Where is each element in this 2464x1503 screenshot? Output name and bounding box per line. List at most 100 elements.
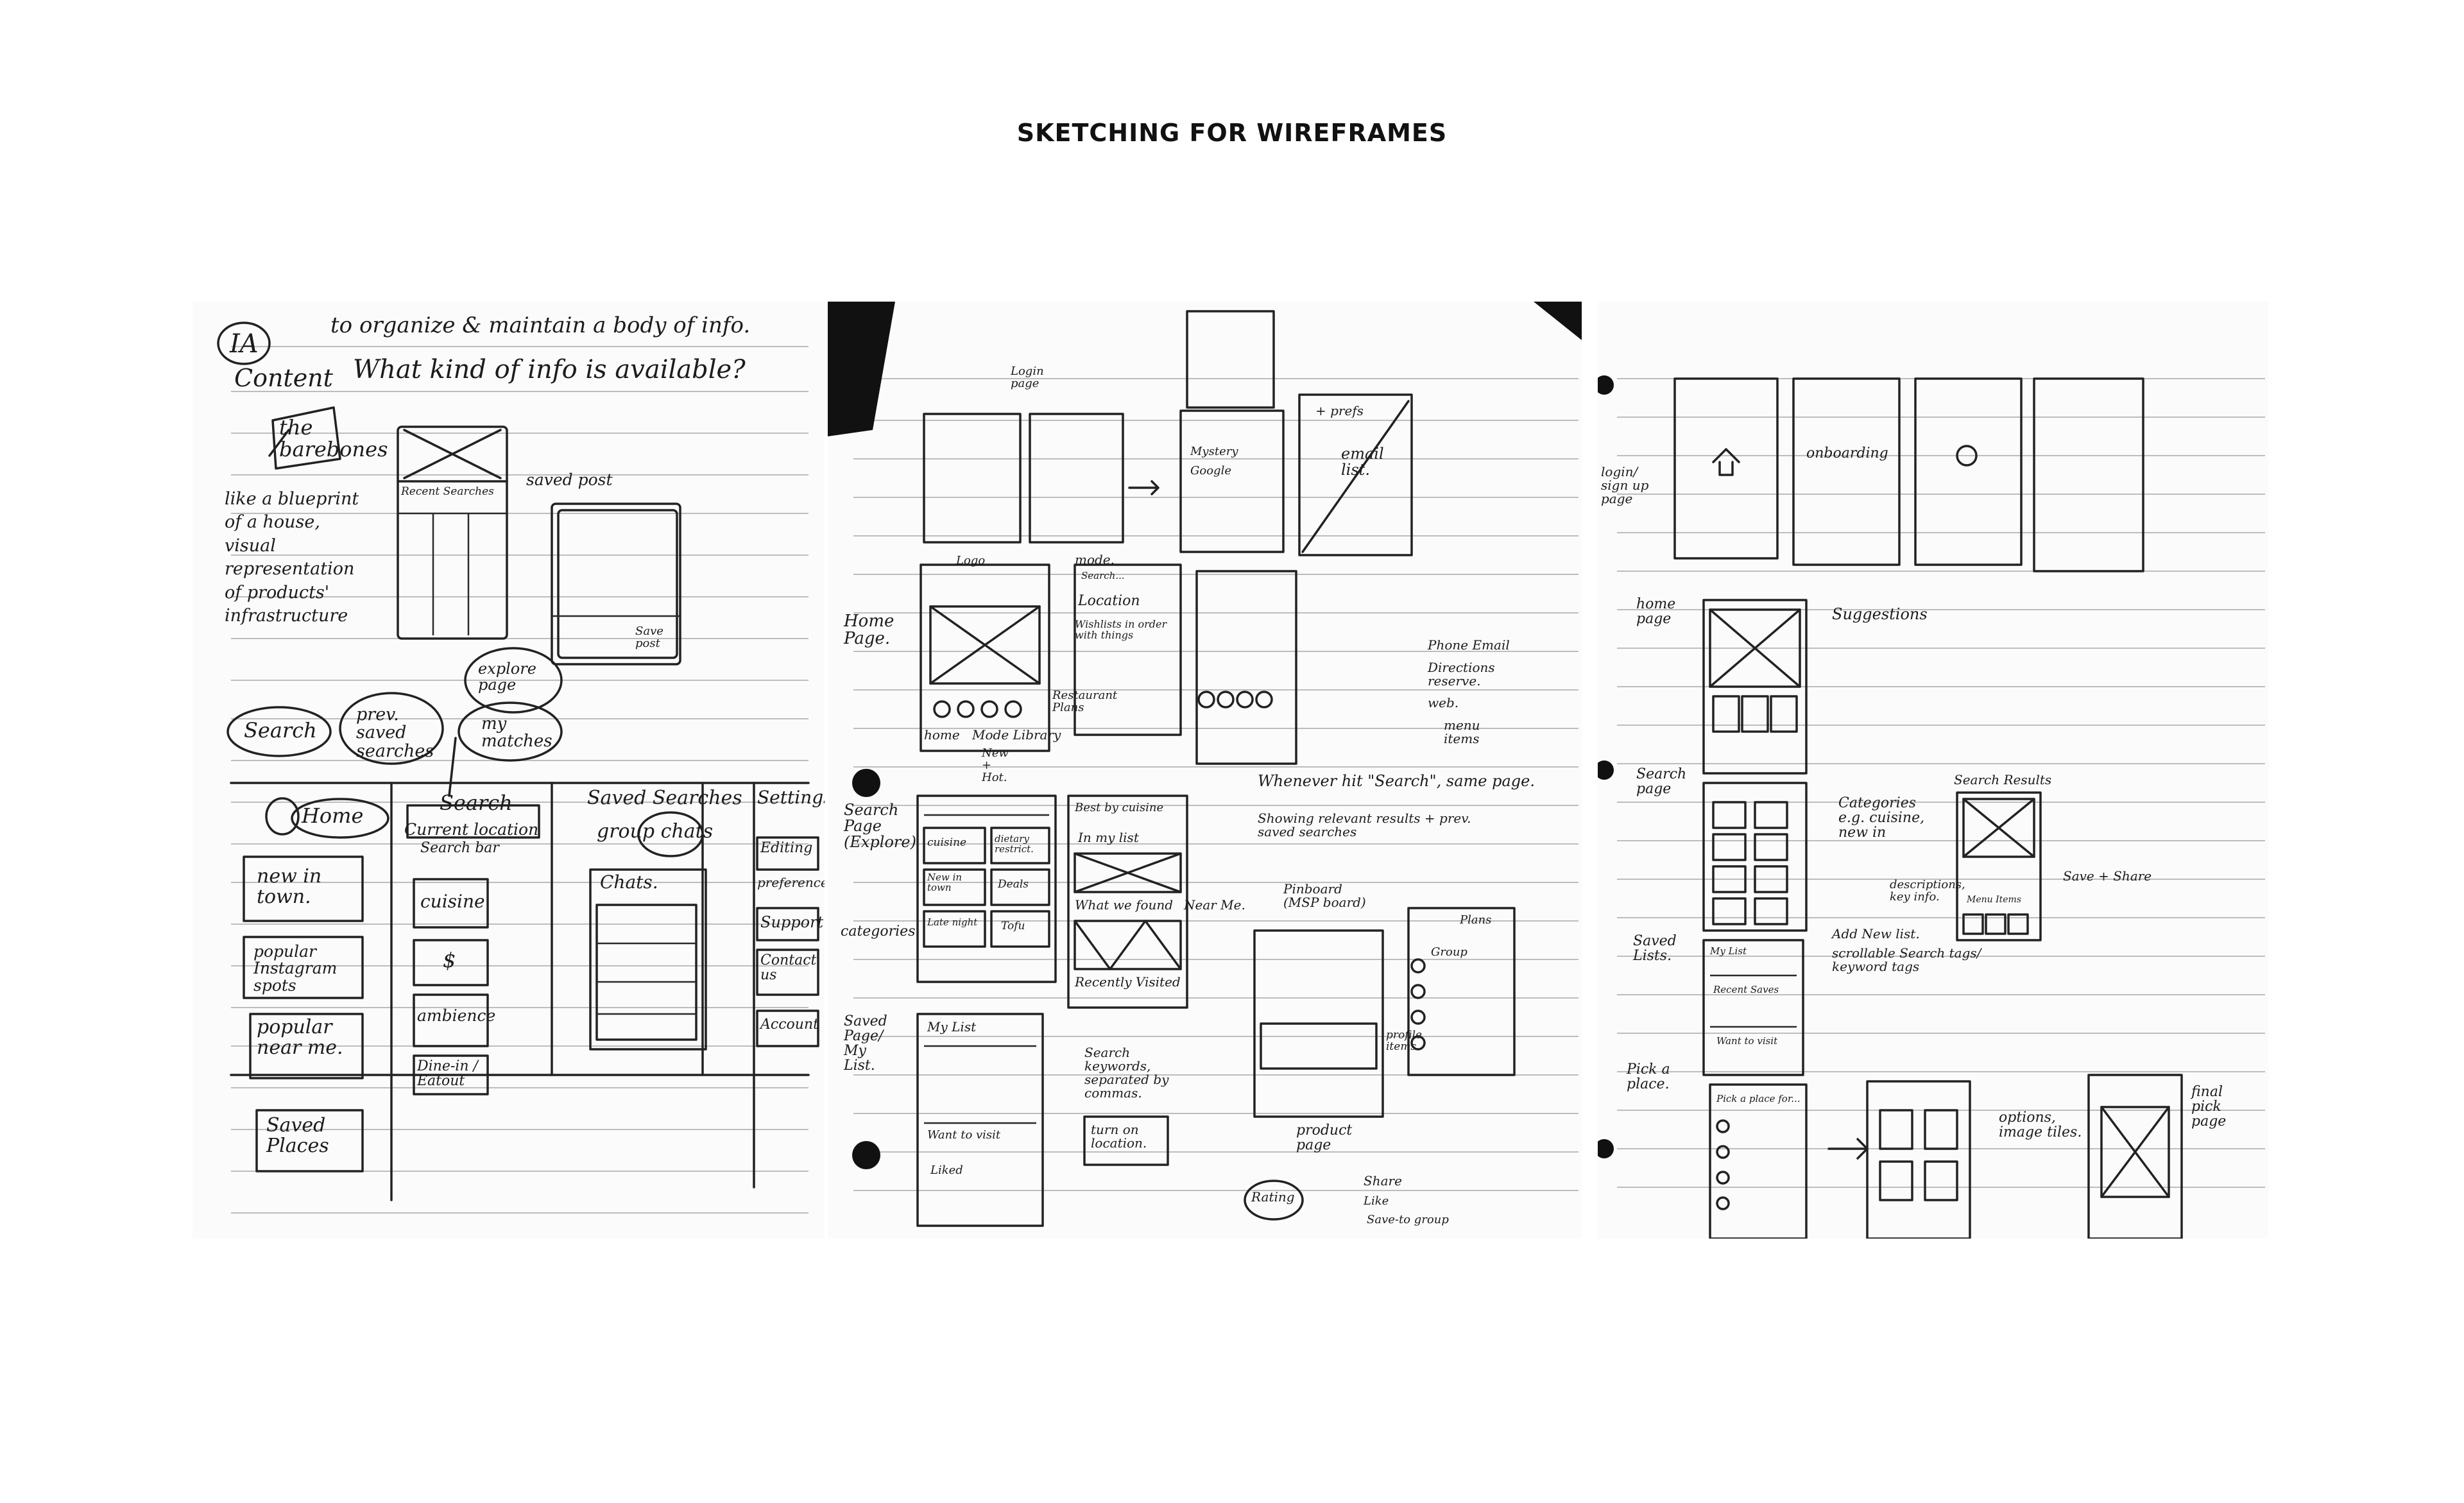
note-chats: Chats. bbox=[600, 872, 658, 893]
note-barebones: the barebones bbox=[279, 415, 388, 461]
note-plans: Plans bbox=[1460, 913, 1492, 927]
sheet-2-drawing bbox=[828, 302, 1582, 1227]
note-question: What kind of info is available? bbox=[353, 355, 746, 384]
note-rating: Rating bbox=[1251, 1189, 1295, 1205]
note-support: Support bbox=[760, 913, 824, 931]
note-cuisine: cuisine bbox=[420, 891, 485, 912]
note-settings: Settings bbox=[757, 787, 825, 808]
note-my-list: My List bbox=[1710, 945, 1747, 957]
note-menu-items: menu items bbox=[1444, 717, 1480, 746]
note-contact-us: Contact us bbox=[760, 952, 817, 984]
note-descriptions: descriptions, key info. bbox=[1890, 878, 1965, 904]
note-best-by: Best by cuisine bbox=[1075, 801, 1164, 814]
note-ambience: ambience bbox=[417, 1006, 496, 1025]
note-new-in-town: new in town. bbox=[257, 865, 322, 908]
note-pick-for: Pick a place for... bbox=[1716, 1093, 1801, 1104]
sketch-sheet-ia-notes: IA to organize & maintain a body of info… bbox=[193, 302, 825, 1239]
note-popular-near: popular near me. bbox=[257, 1016, 343, 1059]
note-recent-searches: Recent Searches bbox=[401, 485, 494, 498]
note-mode-library: Mode Library bbox=[972, 727, 1061, 743]
note-saved-post: saved post bbox=[526, 470, 613, 489]
note-new-hot: New + Hot. bbox=[982, 746, 1009, 784]
note-scrollable-tags: scrollable Search tags/ keyword tags bbox=[1832, 945, 1981, 974]
note-preferences: preferences bbox=[757, 875, 825, 890]
sheet-3-drawing bbox=[1598, 375, 2265, 1239]
note-location: Location bbox=[1078, 593, 1140, 609]
note-search-col: Search bbox=[440, 791, 513, 815]
note-pinboard: Pinboard (MSP board) bbox=[1283, 881, 1366, 910]
note-saved-lists: Saved Lists. bbox=[1633, 933, 1677, 965]
note-ia: IA bbox=[230, 329, 259, 359]
note-what-we-found: What we found bbox=[1075, 897, 1174, 913]
note-deals: Deals bbox=[998, 878, 1029, 891]
sheet-1-drawing bbox=[217, 322, 819, 1214]
note-share: Share bbox=[1364, 1173, 1402, 1189]
note-want-to-visit: Want to visit bbox=[927, 1128, 1001, 1142]
note-product-page: product page bbox=[1296, 1122, 1353, 1154]
note-home: Home bbox=[302, 803, 364, 828]
note-tofu: Tofu bbox=[1001, 920, 1025, 932]
note-plus-prefs: + prefs bbox=[1315, 403, 1364, 418]
note-search-page: Search Page (Explore) bbox=[844, 801, 916, 852]
note-wishlists: Wishlists in order with things bbox=[1075, 618, 1167, 641]
note-want-to-visit: Want to visit bbox=[1716, 1035, 1778, 1047]
note-home: home bbox=[924, 727, 960, 743]
note-home-page: home page bbox=[1636, 596, 1676, 628]
note-directions: Directions reserve. bbox=[1428, 660, 1495, 689]
note-add-new-list: Add New list. bbox=[1832, 926, 1920, 941]
note-save-share: Save + Share bbox=[2063, 868, 2152, 884]
note-late-night: Late night bbox=[927, 916, 978, 928]
note-group: Group bbox=[1431, 945, 1467, 959]
note-whenever: Whenever hit "Search", same page. bbox=[1258, 772, 1535, 790]
note-mode: mode. bbox=[1075, 552, 1115, 567]
note-restaurant-plans: Restaurant Plans bbox=[1052, 689, 1118, 714]
note-prev-saved-searches: prev. saved searches bbox=[356, 705, 434, 761]
note-search-keywords: Search keywords, separated by commas. bbox=[1084, 1045, 1169, 1101]
note-suggestions: Suggestions bbox=[1832, 605, 1928, 623]
note-menu-items: Menu Items bbox=[1967, 895, 2022, 905]
note-final-pick: final pick page bbox=[2191, 1084, 2227, 1130]
note-group-chats: group chats bbox=[597, 820, 714, 843]
note-categories: Categories e.g. cuisine, new in bbox=[1838, 795, 1925, 841]
note-pick-a-place: Pick a place. bbox=[1627, 1061, 1670, 1093]
note-account: Account bbox=[760, 1017, 819, 1033]
note-phone-email: Phone Email bbox=[1428, 637, 1510, 653]
sketch-sheet-final-wireframes: login/ sign up page onboarding home page… bbox=[1598, 302, 2268, 1239]
note-dietary: dietary restrict. bbox=[995, 833, 1034, 855]
note-recent-saves: Recent Saves bbox=[1713, 984, 1779, 995]
note-popular-instagram: popular Instagram spots bbox=[253, 942, 338, 995]
note-profile-items: profile items bbox=[1386, 1029, 1423, 1053]
sketch-sheet-wireframes: Login page Mystery Google email list. + … bbox=[828, 302, 1582, 1239]
note-like: Like bbox=[1364, 1194, 1389, 1208]
note-liked: Liked bbox=[930, 1164, 963, 1177]
note-saved-page: Saved Page/ My List. bbox=[844, 1013, 887, 1074]
note-search-page: Search page bbox=[1636, 766, 1687, 798]
note-new-in-town: New in town bbox=[927, 872, 963, 893]
note-saved-searches: Saved Searches bbox=[587, 787, 742, 809]
note-near-me: Near Me. bbox=[1184, 897, 1245, 913]
note-current-location: Current location bbox=[404, 820, 539, 839]
note-explore-page: explore page bbox=[478, 660, 536, 694]
note-blueprint: like a blueprint of a house, visual repr… bbox=[225, 489, 359, 626]
note-turn-on-location: turn on location. bbox=[1091, 1122, 1147, 1151]
note-login-signup: login/ sign up page bbox=[1601, 464, 1649, 506]
note-google: Google bbox=[1190, 464, 1231, 477]
note-login-page: Login page bbox=[1011, 365, 1044, 390]
note-ia-definition: to organize & maintain a body of info. bbox=[330, 313, 751, 338]
note-recently-visited: Recently Visited bbox=[1075, 974, 1181, 990]
page-title: SKETCHING FOR WIREFRAMES bbox=[1016, 119, 1448, 147]
note-my-matches: my matches bbox=[481, 714, 552, 752]
note-editing: Editing bbox=[760, 840, 813, 856]
note-dollar: $ bbox=[443, 948, 456, 972]
note-in-my-list: In my list bbox=[1078, 830, 1139, 845]
note-cuisine: cuisine bbox=[927, 836, 967, 849]
note-showing: Showing relevant results + prev. saved s… bbox=[1258, 811, 1471, 839]
note-content: Content bbox=[234, 364, 333, 392]
note-onboarding: onboarding bbox=[1806, 445, 1888, 461]
note-mystery: Mystery bbox=[1190, 445, 1238, 458]
note-save-post: Save post bbox=[635, 624, 663, 650]
note-saved-places: Saved Places bbox=[266, 1114, 329, 1157]
note-save-to-group: Save-to group bbox=[1367, 1213, 1449, 1226]
note-options: options, image tiles. bbox=[1999, 1110, 2082, 1141]
note-web: web. bbox=[1428, 695, 1459, 710]
